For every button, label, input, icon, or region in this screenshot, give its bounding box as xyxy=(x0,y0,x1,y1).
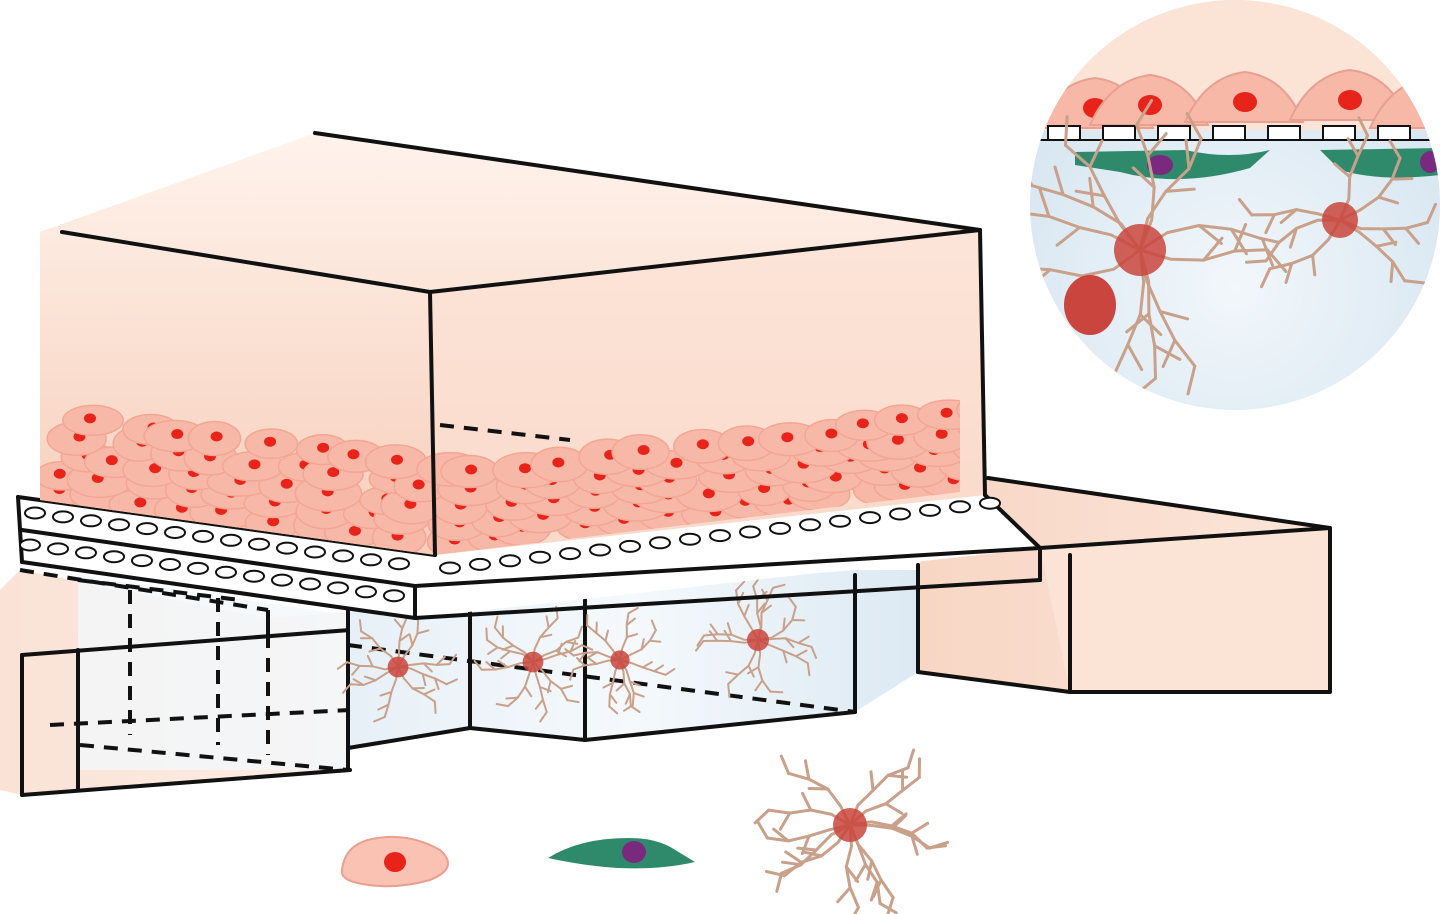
pore xyxy=(131,554,153,568)
endothelial-cell xyxy=(956,393,960,426)
pore xyxy=(355,585,377,599)
pore xyxy=(799,518,821,532)
astrocyte xyxy=(1237,116,1437,289)
pore xyxy=(709,529,731,543)
pore xyxy=(829,514,851,528)
pore xyxy=(619,539,641,553)
pore xyxy=(769,521,791,535)
pore xyxy=(24,506,46,520)
pore xyxy=(529,550,551,564)
pore xyxy=(919,503,941,517)
pore xyxy=(949,500,971,514)
pore xyxy=(19,538,41,552)
endothelial-cell xyxy=(244,428,299,460)
endothelial-cell-icon xyxy=(340,835,449,888)
pore xyxy=(739,525,761,539)
pore xyxy=(679,532,701,546)
endothelial-cell xyxy=(672,428,733,464)
astrocyte xyxy=(695,575,818,698)
pore xyxy=(439,561,461,575)
pore xyxy=(192,529,214,543)
endothelial-cell xyxy=(916,399,960,431)
pore xyxy=(649,536,671,550)
pore xyxy=(248,537,270,551)
pore xyxy=(80,514,102,528)
porous-membrane xyxy=(16,493,1042,620)
pore xyxy=(499,554,521,568)
magnified-inset xyxy=(1030,0,1440,410)
upper-channel xyxy=(40,131,987,557)
pore xyxy=(164,526,186,539)
pore xyxy=(559,547,581,561)
astrocyte xyxy=(1030,99,1288,402)
pore xyxy=(52,510,74,524)
pore xyxy=(327,581,349,595)
pore xyxy=(304,545,326,559)
pore xyxy=(271,573,293,587)
pore xyxy=(103,550,125,564)
endothelial-cell xyxy=(440,454,499,489)
pore xyxy=(108,518,130,532)
endothelial-cell xyxy=(62,404,124,437)
pore xyxy=(383,589,405,603)
pore xyxy=(215,565,237,579)
pore xyxy=(75,546,97,560)
endothelial-cell xyxy=(187,420,242,457)
pore xyxy=(47,542,69,556)
astrocyte xyxy=(473,605,594,723)
astrocyte xyxy=(564,607,676,715)
endothelial-cell xyxy=(873,404,931,437)
pore xyxy=(243,569,265,583)
pore xyxy=(220,533,242,547)
pore xyxy=(388,557,410,571)
pore xyxy=(159,558,181,571)
pore xyxy=(360,553,382,567)
astrocyte-icon xyxy=(753,748,949,914)
pore xyxy=(979,496,1001,510)
lower-left-chamber xyxy=(0,568,352,797)
pore xyxy=(187,561,209,575)
pore xyxy=(469,557,491,571)
pore xyxy=(299,577,321,591)
pore xyxy=(332,549,354,563)
endothelial-cell xyxy=(611,433,670,471)
pericyte-icon xyxy=(548,838,695,869)
pore xyxy=(276,541,298,555)
pore xyxy=(589,543,611,557)
pore xyxy=(889,507,911,521)
pore xyxy=(859,511,881,525)
pore xyxy=(136,522,158,536)
astrocyte xyxy=(753,748,949,914)
